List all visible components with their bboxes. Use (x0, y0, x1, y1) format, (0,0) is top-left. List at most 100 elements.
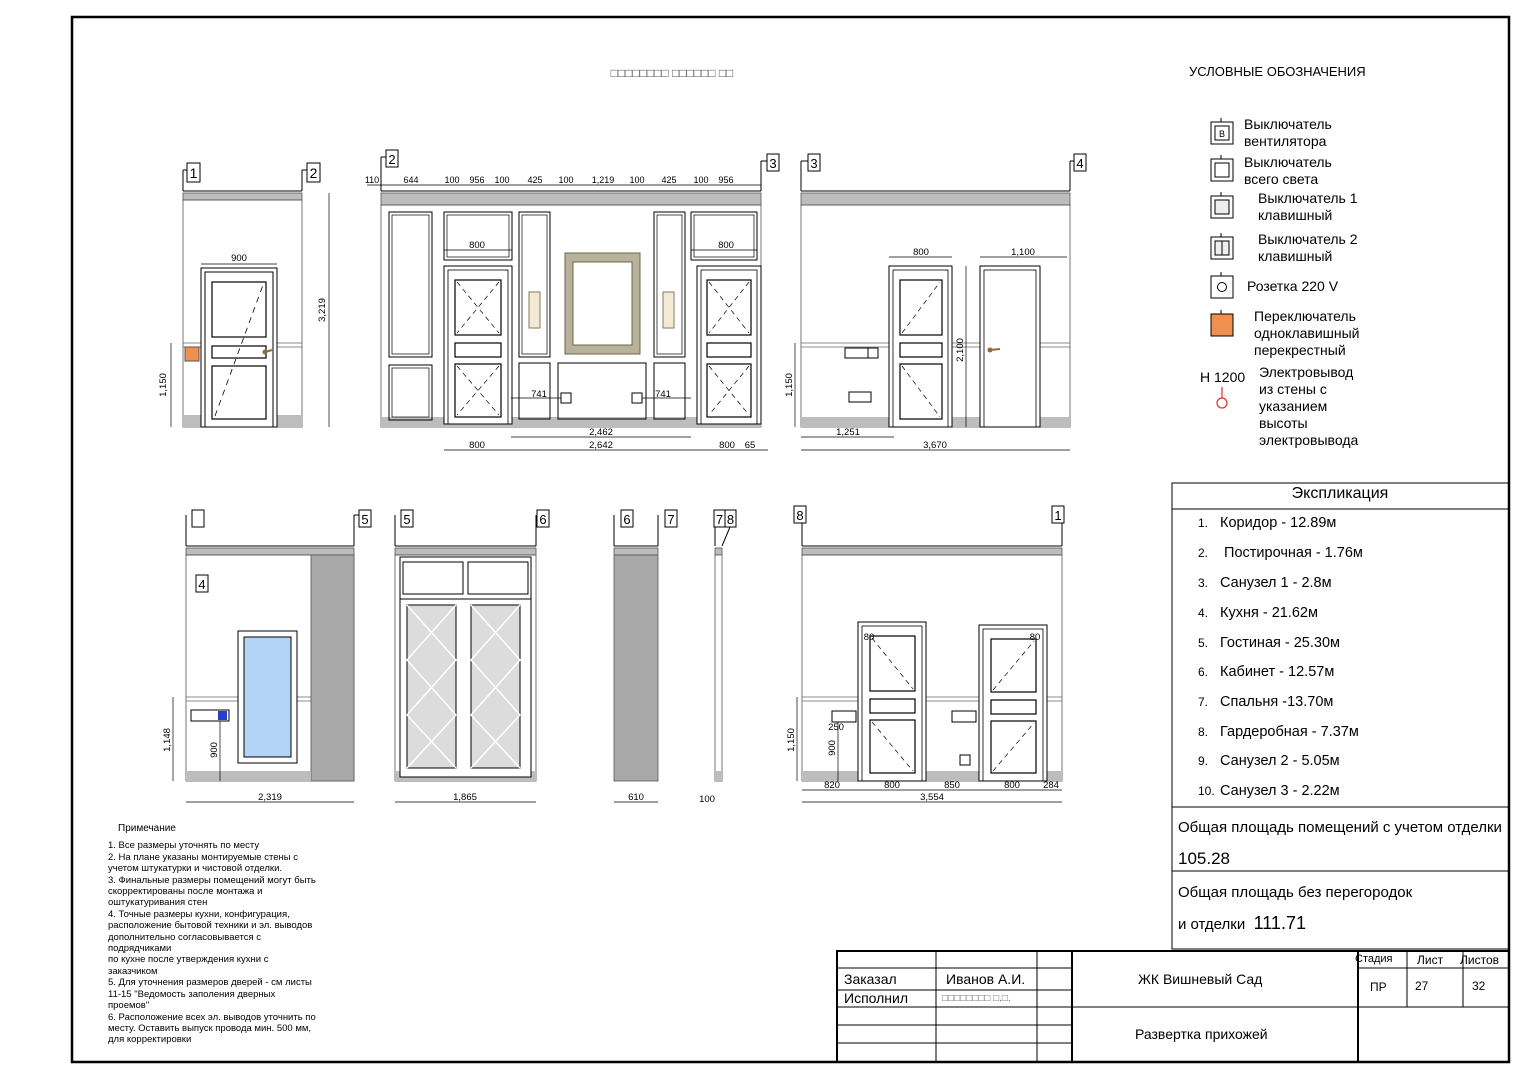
marker-label: 3 (769, 156, 776, 171)
dimension-label: 800 (469, 240, 485, 251)
dimension-label: 3,670 (923, 440, 947, 451)
explication-row: 8.Гардеробная - 7.37м (1198, 724, 1359, 740)
sheets-label: Листов (1460, 953, 1499, 967)
switch-block-icon (951, 710, 977, 723)
dimension-label: 65 (745, 440, 756, 451)
switch-block-icon (831, 710, 857, 723)
notes-title: Примечание (118, 823, 176, 834)
dimension-label: 80 (864, 632, 875, 643)
elevation-wall-7-8: 7 8 100 (699, 509, 737, 805)
dimension-label: 284 (1043, 780, 1059, 791)
explication-row: 4.Кухня - 21.62м (1198, 605, 1318, 621)
dimension-label: 100 (693, 175, 708, 185)
marker-label: 5 (403, 512, 410, 527)
elevation-wall-1-2: 1 2 900 1,150 3,219 (158, 162, 330, 428)
note-line: 4. Точные размеры кухни, конфигурация, р… (108, 908, 313, 932)
explication-row: 2. Постирочная - 1.76м (1198, 545, 1363, 561)
dimension-label: 800 (718, 240, 734, 251)
net-area-label-2: и отделки 111.71 (1178, 913, 1306, 933)
dimension-label: 956 (718, 175, 733, 185)
marker-label: 5 (361, 512, 368, 527)
sheets-value: 32 (1472, 979, 1486, 993)
marker-label: 8 (727, 512, 734, 527)
cross-switch-icon (1210, 313, 1234, 337)
note-line: дополнительно согласовывается с подрядчи… (108, 931, 261, 955)
legend-label-double-switch: Выключатель 2 клавишный (1258, 231, 1358, 264)
stage-value: ПР (1370, 980, 1387, 994)
fan-switch-icon (867, 347, 879, 359)
executed-label: Исполнил (844, 990, 909, 1006)
glass-panel (243, 636, 292, 758)
legend-title: УСЛОВНЫЕ ОБОЗНАЧЕНИЯ (1189, 64, 1366, 79)
dimension-label: 100 (494, 175, 509, 185)
note-line: по кухне после утверждения кухни с заказ… (108, 954, 269, 977)
dimension-label: 956 (469, 175, 484, 185)
dimension-label: 800 (719, 440, 735, 451)
elevation-wall-4-5: 4 5 1,148 900 2,319 (162, 509, 372, 803)
marker-label: 7 (716, 512, 723, 527)
dimension-label: 800 (884, 780, 900, 791)
elevation-wall-6-7: 6 7 610 (613, 509, 678, 803)
sconce-left (528, 291, 541, 329)
legend-label-single-switch: Выключатель 1 клавишный (1258, 190, 1358, 223)
note-line: 5. Для уточнения размеров дверей - см ли… (108, 977, 312, 1012)
socket-icon (631, 392, 643, 404)
legend-label-cross-switch: Переключатель одноклавишный перекрестный (1254, 308, 1360, 358)
cross-switch-icon (184, 346, 200, 362)
dimension-label: 1,150 (784, 373, 795, 397)
socket-icon (1210, 275, 1234, 299)
note-line: 3. Финальные размеры помещений могут быт… (108, 874, 316, 909)
dimension-label: 900 (231, 253, 247, 264)
marker-label: 7 (667, 512, 674, 527)
dimension-label: 741 (655, 389, 671, 400)
stage-label: Стадия (1355, 953, 1393, 965)
marker-label: 8 (796, 508, 803, 523)
elevation-wall-8-1: 8 1 80 80 250 900 1,150 820 800 850 800 … (786, 505, 1065, 803)
dimension-label: 2,642 (589, 440, 613, 451)
dimension-label: 100 (558, 175, 573, 185)
project-name: ЖК Вишневый Сад (1138, 971, 1263, 987)
marker-label: 2 (388, 152, 395, 167)
dimension-label: 800 (469, 440, 485, 451)
dimension-label: 1,251 (836, 427, 860, 438)
dimension-label: 100 (699, 794, 715, 805)
switch-block-icon (190, 709, 230, 722)
explication-title: Экспликация (1291, 485, 1389, 502)
executed-value: □□□□□□□□ □.□. (942, 993, 1011, 1004)
sheet-value: 27 (1415, 979, 1429, 993)
dimension-label: 110 (365, 175, 379, 185)
dimension-label: 1,150 (786, 728, 797, 752)
socket-icon (848, 391, 872, 403)
net-area-value: 111.71 (1253, 913, 1306, 933)
title-block-grid (836, 950, 1510, 1063)
sheet-title: Развертка прихожей (1135, 1026, 1268, 1042)
svg-text:B: B (1219, 129, 1225, 139)
explication-row: 1.Коридор - 12.89м (1198, 515, 1337, 531)
marker-label: 2 (310, 165, 318, 181)
dimension-label: 850 (944, 780, 960, 791)
legend-label-master-switch: Выключатель всего света (1244, 154, 1332, 187)
dimension-label: 1,100 (1011, 247, 1035, 258)
dimension-label: 610 (628, 792, 644, 803)
dimension-label: 3,219 (317, 298, 328, 322)
marker-label: 4 (198, 577, 205, 592)
dimension-label: 2,100 (955, 338, 966, 362)
dimension-label: 3,554 (920, 792, 944, 803)
socket-icon (560, 392, 572, 404)
legend-icons: B (1210, 118, 1234, 409)
dimension-label: 2,462 (589, 427, 613, 438)
note-line: 6. Расположение всех эл. выводов уточнит… (108, 1011, 316, 1046)
dimension-label: 800 (1004, 780, 1020, 791)
socket-icon (959, 754, 971, 766)
dimension-label: 2,319 (258, 792, 282, 803)
total-area-label: Общая площадь помещений с учетом отделки (1178, 819, 1502, 836)
total-area-value: 105.28 (1178, 849, 1230, 868)
elevation-wall-5-6: 5 6 1,865 (394, 509, 550, 803)
dimension-label: 900 (827, 740, 838, 756)
dimension-label: 741 (531, 389, 547, 400)
marker-label: 6 (539, 512, 546, 527)
double-switch-icon (844, 347, 870, 359)
elevation-wall-2-3: 2 3 110 644 100 956 100 425 100 1,219 10… (365, 149, 780, 451)
ordered-value: Иванов А.И. (946, 971, 1026, 987)
